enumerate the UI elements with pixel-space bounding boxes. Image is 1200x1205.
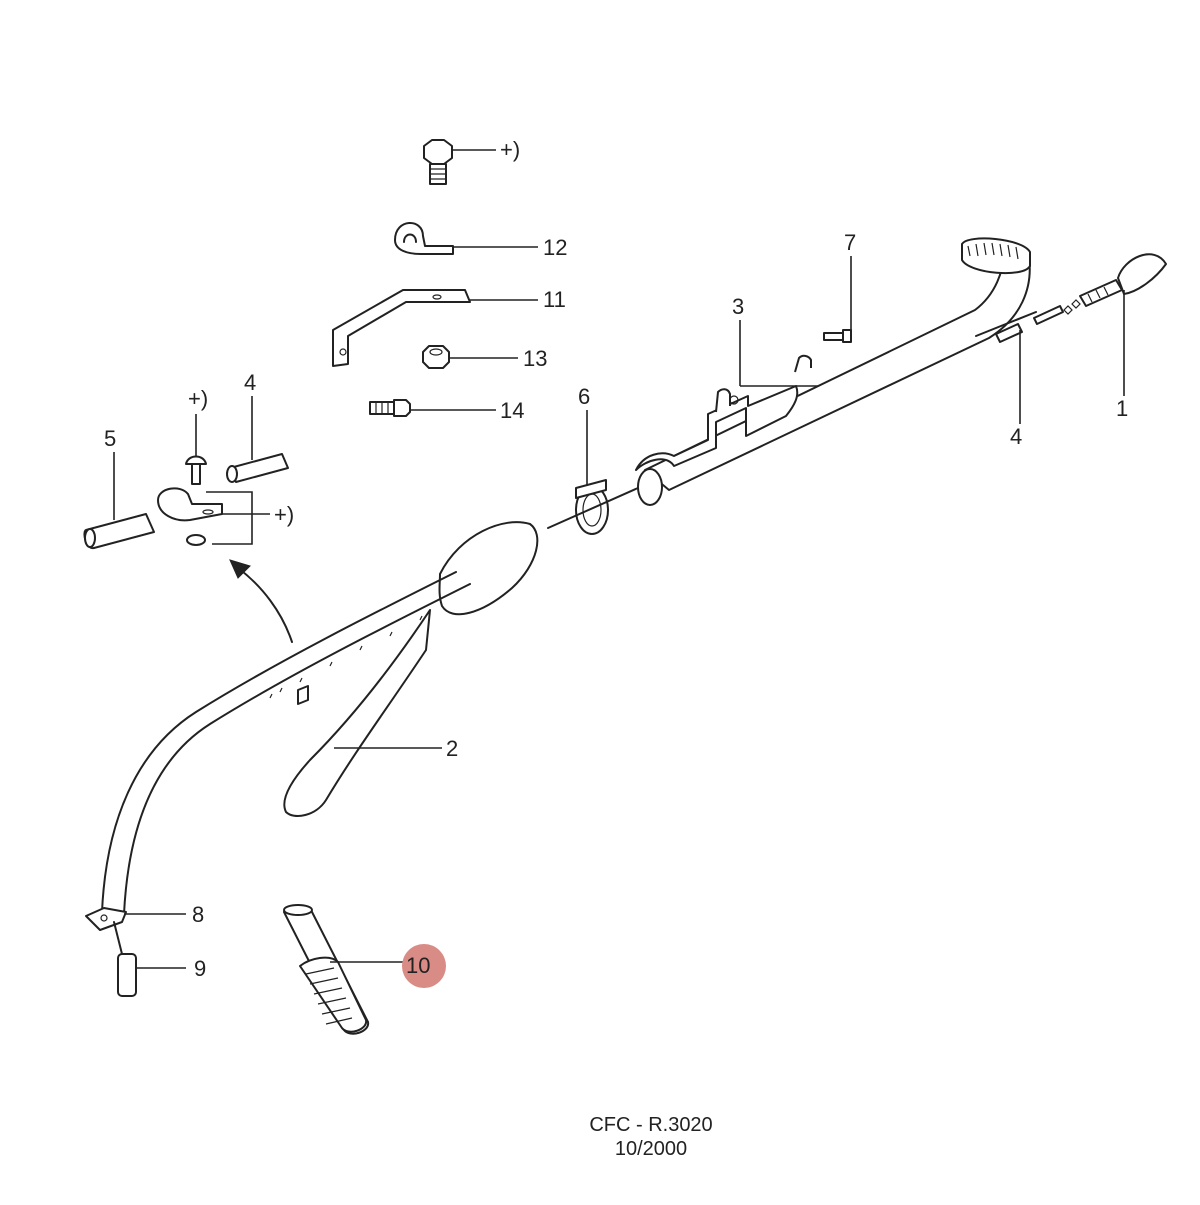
callout-11: 11 [543,287,566,312]
callout-14: 14 [500,398,524,423]
dipstick-rod [101,571,471,915]
part-6-clamp [575,410,609,535]
callout-10-highlight [402,944,446,988]
part-10-seal-tube [283,904,404,1035]
callout-plus-top: +) [500,137,520,162]
callout-1: 1 [1116,396,1128,421]
callout-9: 9 [194,956,206,981]
callout-6: 6 [578,384,590,409]
callout-plus-detail-top: +) [188,386,208,411]
callout-13: 13 [523,346,547,371]
callout-plus-detail-right: +) [274,502,294,527]
callout-4-right: 4 [1010,424,1022,449]
callout-5: 5 [104,426,116,451]
callout-7: 7 [844,230,856,255]
part-8-clip [85,907,186,931]
part-11-bracket [332,289,538,367]
callout-2: 2 [446,736,458,761]
footer-date: 10/2000 [615,1138,687,1160]
cable-upper [975,253,1167,424]
footer-code: CFC - R.3020 [589,1114,712,1136]
part-7-screw [823,256,852,343]
part-12-clip [394,222,538,255]
callout-8: 8 [192,902,204,927]
part-13-nut [422,345,518,369]
callout-12: 12 [543,235,567,260]
part-2-guide-tube [283,487,639,817]
part-9-tip [113,921,186,997]
part-14-bolt [369,399,496,417]
callout-4-detail: 4 [244,370,256,395]
callout-3: 3 [732,294,744,319]
part-3-filler-tube [635,237,1031,506]
callout-10: 10 [406,953,430,978]
top-bolt [423,139,496,185]
detail-inset [83,396,293,643]
